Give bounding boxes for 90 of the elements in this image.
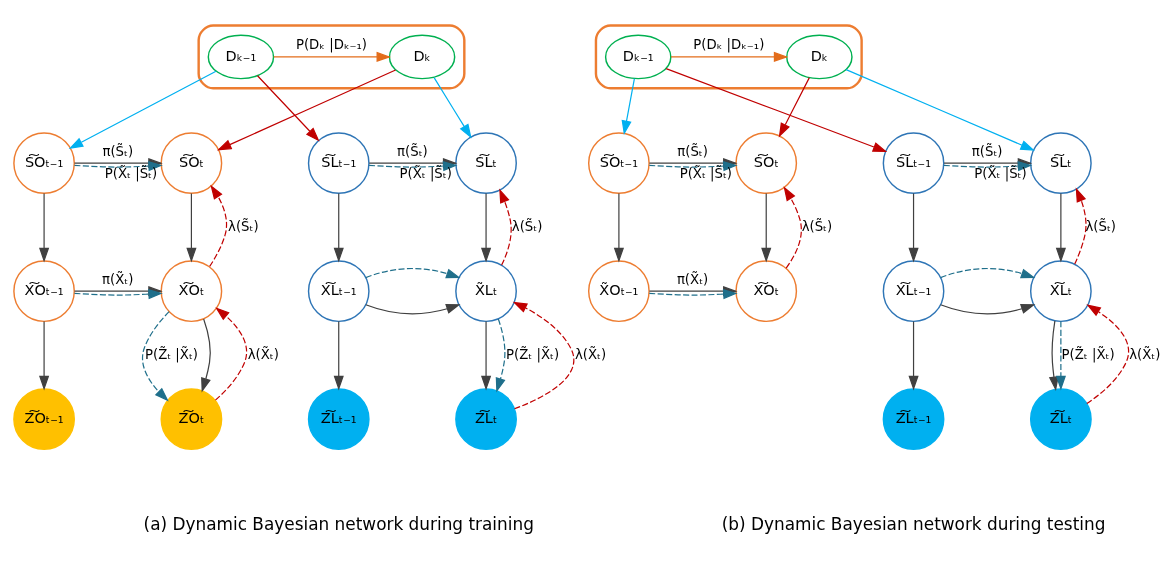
arrow [621, 78, 635, 135]
arrow [1048, 320, 1059, 392]
arrow [256, 75, 320, 142]
arrow [39, 320, 50, 391]
arrow [783, 186, 802, 269]
node-circle: Z͠Lₜ₋₁ [307, 388, 370, 451]
node-circle: S͠Oₜ [160, 132, 223, 195]
label: (a) Dynamic Bayesian network during training [143, 513, 534, 534]
edge-label: P(X̃ₜ |S̃ₜ) [104, 165, 158, 181]
edge-label: π(S̃ₜ) [102, 143, 134, 159]
edge-label: P(X̃ₜ |S̃ₜ) [974, 165, 1027, 181]
arrow [1055, 320, 1066, 391]
edge-label: π(X̃ₜ) [102, 271, 134, 287]
node-circle: Z͠Lₜ [455, 388, 517, 451]
node-circle: X͠Oₜ [735, 260, 798, 323]
arrow [1086, 304, 1130, 405]
arrow [214, 307, 248, 401]
node-circle: X͠Lₜ [1029, 260, 1092, 323]
edge-label: λ(X̃ₜ) [1129, 346, 1161, 362]
cluster [197, 24, 466, 90]
arrow [512, 301, 575, 410]
edge-label: P(Z̃ₜ |X̃ₜ) [1061, 346, 1115, 362]
node-circle: Z͠Lₜ₋₁ [882, 388, 945, 451]
edge-label: λ(X̃ₜ) [247, 346, 279, 362]
edge-label: λ(X̃ₜ) [574, 346, 607, 362]
arrow [1055, 192, 1066, 263]
edge-label: λ(S̃ₜ) [228, 218, 259, 234]
node-circle: X͠Lₜ₋₁ [882, 260, 945, 323]
arrow [141, 311, 170, 402]
node-circle: S͠Lₜ [455, 132, 517, 195]
arrow [365, 267, 461, 279]
edge-label: π(X̃ₜ) [676, 271, 709, 287]
edge-label: π(S̃ₜ) [397, 143, 428, 159]
arrow [333, 320, 344, 391]
arrow [333, 192, 344, 263]
node-circle: Z͠Oₜ₋₁ [13, 388, 75, 451]
node-circle: X̃Lₜ [455, 260, 517, 323]
arrow [186, 192, 197, 263]
arrow [908, 320, 919, 391]
arrow [481, 320, 492, 391]
edge-label: λ(S̃ₜ) [511, 218, 543, 234]
arrow [481, 192, 492, 263]
node-ellipse: Dₖ [388, 34, 456, 80]
arrow [908, 192, 919, 263]
arrow [665, 68, 888, 153]
edge-label: P(Z̃ₜ |X̃ₜ) [144, 346, 199, 362]
arrow [778, 77, 810, 138]
node-circle: S͠Oₜ [735, 132, 798, 195]
node-circle: S͠Lₜ₋₁ [882, 132, 945, 195]
edge-label: π(S̃ₜ) [677, 143, 708, 159]
node-circle: X͠Lₜ₋₁ [307, 260, 370, 323]
edge-label: P(Dₖ |Dₖ₋₁) [295, 37, 368, 53]
arrow [39, 192, 50, 263]
arrow [940, 304, 1036, 315]
arrow [365, 304, 461, 315]
arrow [613, 192, 624, 263]
arrow [1074, 187, 1087, 265]
arrow [940, 267, 1036, 279]
cluster [594, 24, 863, 90]
node-circle: S͠Lₜ [1029, 132, 1092, 195]
node-circle: S͠Oₜ₋₁ [588, 132, 650, 195]
node-circle: S͠Oₜ₋₁ [13, 132, 75, 195]
arrow [68, 70, 217, 149]
node-ellipse: Dₖ [786, 34, 853, 80]
edge-label: λ(S̃ₜ) [1085, 218, 1116, 234]
arrow [495, 318, 506, 393]
edge-label: P(Z̃ₜ |X̃ₜ) [506, 346, 560, 362]
node-ellipse: Dₖ₋₁ [604, 34, 672, 80]
edge-label: P(Dₖ |Dₖ₋₁) [693, 37, 765, 53]
arrow [670, 51, 789, 62]
edge-label: P(X̃ₜ |S̃ₜ) [679, 165, 733, 181]
arrow [209, 184, 228, 268]
node-circle: X͠Oₜ [160, 260, 223, 323]
edge-label: λ(S̃ₜ) [801, 218, 833, 234]
node-circle: S͠Lₜ₋₁ [307, 132, 370, 195]
arrow [201, 318, 211, 393]
node-circle: Z͠Lₜ [1029, 388, 1092, 451]
node-circle: X̃Oₜ₋₁ [588, 260, 650, 323]
arrow [433, 77, 472, 139]
edge-label: π(S̃ₜ) [971, 143, 1003, 159]
arrow [499, 188, 512, 266]
arrow [761, 192, 772, 263]
label: (b) Dynamic Bayesian network during testing [721, 513, 1106, 534]
arrow [273, 51, 392, 62]
edge-label: P(X̃ₜ |S̃ₜ) [399, 165, 452, 181]
arrow [845, 69, 1035, 151]
node-circle: Z͠Oₜ [160, 388, 223, 451]
node-circle: X͠Oₜ₋₁ [13, 260, 75, 323]
arrow [216, 69, 397, 151]
node-ellipse: Dₖ₋₁ [207, 34, 275, 80]
